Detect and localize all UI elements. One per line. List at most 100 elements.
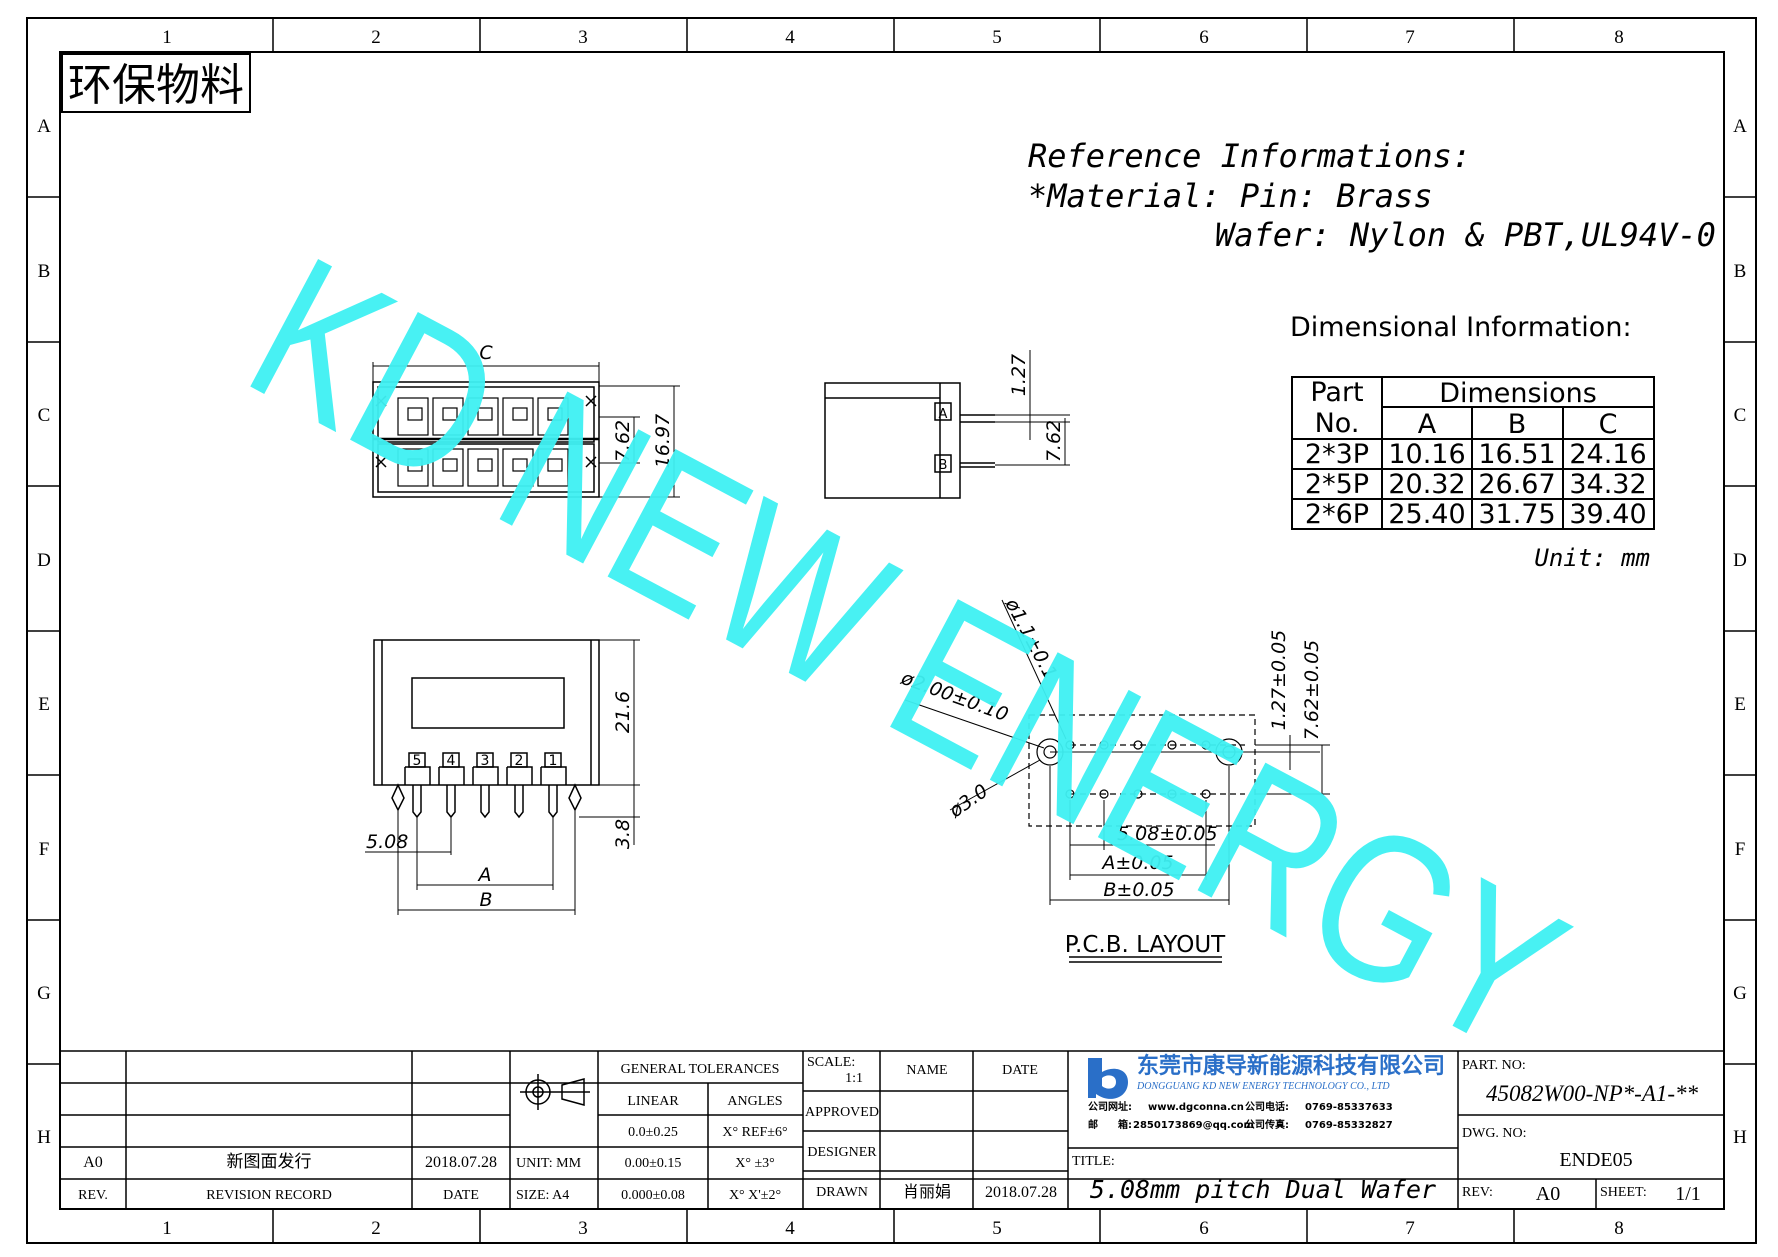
row-label-left: A bbox=[37, 116, 51, 137]
table-cell-b: 31.75 bbox=[1478, 499, 1555, 530]
part-no-label: PART. NO: bbox=[1462, 1058, 1526, 1073]
col-label-bottom: 8 bbox=[1614, 1218, 1624, 1239]
table-cell-b: 26.67 bbox=[1478, 469, 1555, 500]
front-view-pins bbox=[391, 752, 582, 819]
reference-wafer: Wafer: Nylon & PBT,UL94V-0 bbox=[1215, 216, 1716, 254]
zone-labels: 1 2 3 4 5 6 7 8 1 2 3 4 5 6 7 8 A B C D … bbox=[37, 27, 1747, 1239]
dim-127-label: 1.27 bbox=[1008, 354, 1030, 396]
table-cell-a: 10.16 bbox=[1388, 439, 1465, 470]
b-pcb-label: B±0.05 bbox=[1103, 879, 1174, 901]
company-logo-icon bbox=[1088, 1058, 1128, 1099]
col-label-bottom: 5 bbox=[992, 1218, 1002, 1239]
col-label-bottom: 2 bbox=[371, 1218, 381, 1239]
table-cell-part: 2*6P bbox=[1305, 499, 1369, 530]
rev-value: A0 bbox=[1536, 1183, 1560, 1205]
row-label-left: C bbox=[38, 405, 51, 426]
row-label-right: D bbox=[1733, 550, 1747, 571]
pin-number: 4 bbox=[447, 753, 456, 769]
row-label-left: H bbox=[37, 1127, 51, 1148]
rev-col-label: REV. bbox=[78, 1188, 108, 1203]
drawn-date: 2018.07.28 bbox=[985, 1184, 1057, 1201]
general-tolerances-label: GENERAL TOLERANCES bbox=[621, 1062, 780, 1077]
rev-ao-cell: A0 bbox=[83, 1154, 103, 1171]
col-label-top: 2 bbox=[371, 27, 381, 48]
company-en-name: DONGGUANG KD NEW ENERGY TECHNOLOGY CO., … bbox=[1136, 1081, 1390, 1092]
a-pcb-label: A±0.05 bbox=[1100, 852, 1173, 874]
table-cell-part: 2*3P bbox=[1305, 439, 1369, 470]
top-view-x-marks bbox=[375, 395, 597, 468]
table-cell-b: 16.51 bbox=[1478, 439, 1555, 470]
table-cell-part: 2*5P bbox=[1305, 469, 1369, 500]
rev-record-col-label: REVISION RECORD bbox=[206, 1188, 332, 1203]
reference-info: Reference Informations: *Material: Pin: … bbox=[1028, 137, 1716, 254]
watermark: KD NEW ENERGY bbox=[217, 212, 1599, 1096]
reference-material: *Material: Pin: Brass bbox=[1028, 177, 1433, 215]
table-header-dimensions: Dimensions bbox=[1439, 378, 1597, 409]
table-header-b: B bbox=[1508, 409, 1527, 440]
rev-label: REV: bbox=[1462, 1185, 1493, 1200]
title-block-lines bbox=[60, 1050, 1724, 1209]
row-label-right: C bbox=[1734, 405, 1747, 426]
designer-label: DESIGNER bbox=[807, 1145, 877, 1160]
title-block-text: A0 新图面发行 2018.07.28 REV. REVISION RECORD… bbox=[78, 1053, 1701, 1205]
pin-number: 5 bbox=[413, 753, 422, 769]
web-value: www.dgconna.cn bbox=[1148, 1102, 1244, 1113]
pin-number: 3 bbox=[481, 753, 490, 769]
col-label-bottom: 6 bbox=[1199, 1218, 1209, 1239]
eco-material-stamp: 环保物料 bbox=[61, 53, 251, 113]
linear-label: LINEAR bbox=[627, 1094, 679, 1109]
table-header-c: C bbox=[1599, 409, 1618, 440]
scale-value: 1:1 bbox=[845, 1071, 863, 1086]
reference-title: Reference Informations: bbox=[1028, 137, 1471, 175]
col-label-top: 6 bbox=[1199, 27, 1209, 48]
table-cell-c: 34.32 bbox=[1569, 469, 1646, 500]
approved-label: APPROVED bbox=[805, 1105, 879, 1120]
col-label-top: 8 bbox=[1614, 27, 1624, 48]
top-view bbox=[372, 362, 680, 498]
row-label-right: A bbox=[1733, 116, 1747, 137]
pcb-layout-caption: P.C.B. LAYOUT bbox=[1065, 932, 1226, 963]
table-cell-c: 24.16 bbox=[1569, 439, 1646, 470]
dim-a-label: A bbox=[477, 864, 492, 886]
company-cn-name: 东莞市康导新能源科技有限公司 bbox=[1137, 1053, 1445, 1079]
web-label: 公司网址: bbox=[1088, 1100, 1132, 1113]
dwg-no-label: DWG. NO: bbox=[1462, 1126, 1527, 1141]
row-label-right: G bbox=[1733, 983, 1747, 1004]
top-view-contacts bbox=[397, 397, 569, 487]
row-label-right: H bbox=[1733, 1127, 1747, 1148]
row-label-left: G bbox=[37, 983, 51, 1004]
zone-grid-lines bbox=[27, 18, 1756, 1243]
front-view bbox=[365, 639, 640, 915]
dim-762-pcb-label: 7.62±0.05 bbox=[1301, 640, 1323, 741]
col-label-top: 4 bbox=[785, 27, 795, 48]
side-view bbox=[824, 350, 1070, 499]
mail-label: 邮 箱: bbox=[1088, 1118, 1132, 1131]
pitch-pcb-label: 5.08±0.05 bbox=[1117, 823, 1218, 845]
pcb-layout bbox=[904, 599, 1330, 905]
drawn-name: 肖丽娟 bbox=[903, 1183, 951, 1201]
drawing-title: 5.08mm pitch Dual Wafer bbox=[1090, 1175, 1436, 1204]
part-no-value: 45082W00-NP*-A1-** bbox=[1486, 1081, 1699, 1106]
pcb-layout-title: P.C.B. LAYOUT bbox=[1065, 932, 1226, 958]
unit-cell: UNIT: MM bbox=[516, 1156, 582, 1171]
dim-1697-label: 16.97 bbox=[652, 414, 674, 468]
col-label-top: 5 bbox=[992, 27, 1002, 48]
row-label-right: B bbox=[1734, 261, 1747, 282]
mail-value: 2850173869@qq.com bbox=[1133, 1120, 1254, 1131]
sheet-value: 1/1 bbox=[1675, 1183, 1701, 1205]
side-label-b: B bbox=[939, 458, 948, 473]
angle-tol-2: X° ±3° bbox=[735, 1156, 775, 1171]
sheet-label: SHEET: bbox=[1600, 1185, 1647, 1200]
col-label-bottom: 1 bbox=[162, 1218, 172, 1239]
col-label-bottom: 3 bbox=[578, 1218, 588, 1239]
col-label-top: 7 bbox=[1405, 27, 1415, 48]
dwg-no-value: ENDE05 bbox=[1559, 1149, 1632, 1171]
eco-material-text: 环保物料 bbox=[68, 60, 244, 111]
dim-pitch-label: 5.08 bbox=[366, 831, 408, 853]
col-label-bottom: 7 bbox=[1405, 1218, 1415, 1239]
tel-value: 0769-85337633 bbox=[1305, 1102, 1393, 1113]
front-view-labels: 5 4 3 2 1 21.6 3.8 5.08 A B bbox=[366, 691, 634, 911]
size-cell: SIZE: A4 bbox=[516, 1188, 569, 1203]
unit-label: Unit: mm bbox=[1534, 544, 1650, 572]
side-view-labels: A B 1.27 7.62 bbox=[939, 354, 1065, 473]
